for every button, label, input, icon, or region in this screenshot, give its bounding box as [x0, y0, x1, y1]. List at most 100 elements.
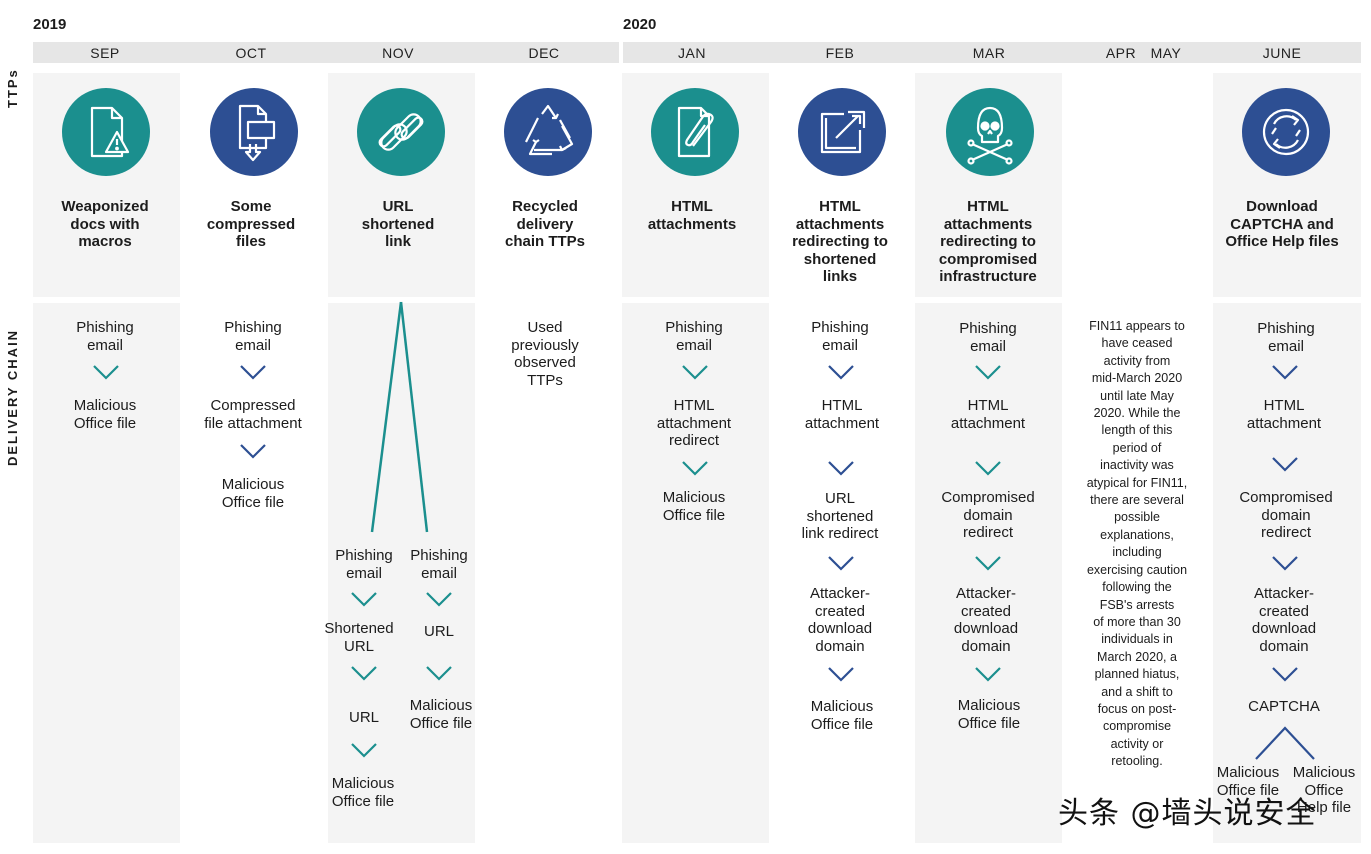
chain-link-icon: [357, 88, 445, 176]
inactivity-note-line: atypical for FIN11,: [1086, 475, 1188, 490]
chevron-down-icon: [828, 556, 854, 571]
chevron-down-icon: [828, 365, 854, 380]
month-apr: APR: [1105, 45, 1137, 61]
month-jan: JAN: [678, 45, 706, 61]
chevron-down-icon: [1272, 556, 1298, 571]
paperclip-document-icon: [651, 88, 739, 176]
chain-cell-june: [1213, 303, 1361, 843]
chevron-down-icon: [828, 461, 854, 476]
inactivity-note-line: there are several: [1090, 493, 1184, 508]
inactivity-note-line: March 2020, a: [1097, 649, 1177, 664]
month-oct: OCT: [235, 45, 267, 61]
inactivity-note-line: including: [1112, 545, 1162, 560]
document-warning-icon: [62, 88, 150, 176]
compressed-file-icon: [210, 88, 298, 176]
month-nov: NOV: [382, 45, 414, 61]
chain-nov-left-url: URL: [348, 709, 379, 726]
inactivity-note-line: until late May: [1100, 388, 1174, 403]
chevron-down-icon: [351, 743, 377, 758]
chevron-down-icon: [426, 592, 452, 607]
branch-caret-icon: [1255, 726, 1315, 760]
chevron-down-icon: [828, 667, 854, 682]
chevron-down-icon: [1272, 365, 1298, 380]
inactivity-note-line: of more than 30: [1093, 614, 1181, 629]
redirect-arrow-icon: [798, 88, 886, 176]
chevron-down-icon: [93, 365, 119, 380]
month-feb: FEB: [825, 45, 855, 61]
chevron-down-icon: [426, 666, 452, 681]
chevron-down-icon: [351, 666, 377, 681]
inactivity-note-line: possible: [1114, 510, 1160, 525]
chain-cell-jan: [622, 303, 769, 843]
chevron-down-icon: [1272, 457, 1298, 472]
month-mar: MAR: [972, 45, 1006, 61]
side-label-delivery-chain: DELIVERY CHAIN: [5, 328, 20, 466]
watermark-text: 头条 @墙头说安全: [1058, 796, 1317, 831]
inactivity-note-line: compromise: [1102, 719, 1172, 734]
inactivity-note-line: length of this: [1101, 423, 1173, 438]
month-bar-2020: [623, 42, 1361, 63]
inactivity-note-line: 2020. While the: [1093, 406, 1181, 421]
chevron-down-icon: [682, 461, 708, 476]
chevron-down-icon: [975, 365, 1001, 380]
chain-cell-sep: [33, 303, 180, 843]
inactivity-note-line: inactivity was: [1100, 458, 1174, 473]
month-june: JUNE: [1262, 45, 1302, 61]
inactivity-note-line: following the: [1102, 580, 1172, 595]
inactivity-note-line: focus on post-: [1097, 701, 1177, 716]
chain-cell-mar: [915, 303, 1062, 843]
chain-nov-right-url: URL: [423, 623, 454, 640]
inactivity-note-line: activity or: [1110, 736, 1164, 751]
chevron-down-icon: [240, 365, 266, 380]
chevron-down-icon: [975, 667, 1001, 682]
chain-cell-nov: [328, 303, 475, 843]
recycle-icon: [504, 88, 592, 176]
month-bar-2019: [33, 42, 619, 63]
chevron-down-icon: [975, 556, 1001, 571]
inactivity-note-line: FIN11 appears to: [1089, 319, 1185, 333]
month-may: MAY: [1150, 45, 1182, 61]
chevron-down-icon: [975, 461, 1001, 476]
year-2019: 2019: [33, 16, 67, 33]
chevron-down-icon: [682, 365, 708, 380]
skull-crossbones-icon: [946, 88, 1034, 176]
inactivity-note-line: have ceased: [1101, 336, 1173, 351]
month-dec: DEC: [528, 45, 560, 61]
inactivity-note-line: FSB's arrests: [1099, 597, 1175, 612]
inactivity-note-line: retooling.: [1111, 754, 1163, 769]
inactivity-note-line: mid-March 2020: [1091, 371, 1183, 386]
inactivity-note-line: exercising caution: [1086, 562, 1188, 577]
inactivity-note-line: planned hiatus,: [1094, 667, 1180, 682]
